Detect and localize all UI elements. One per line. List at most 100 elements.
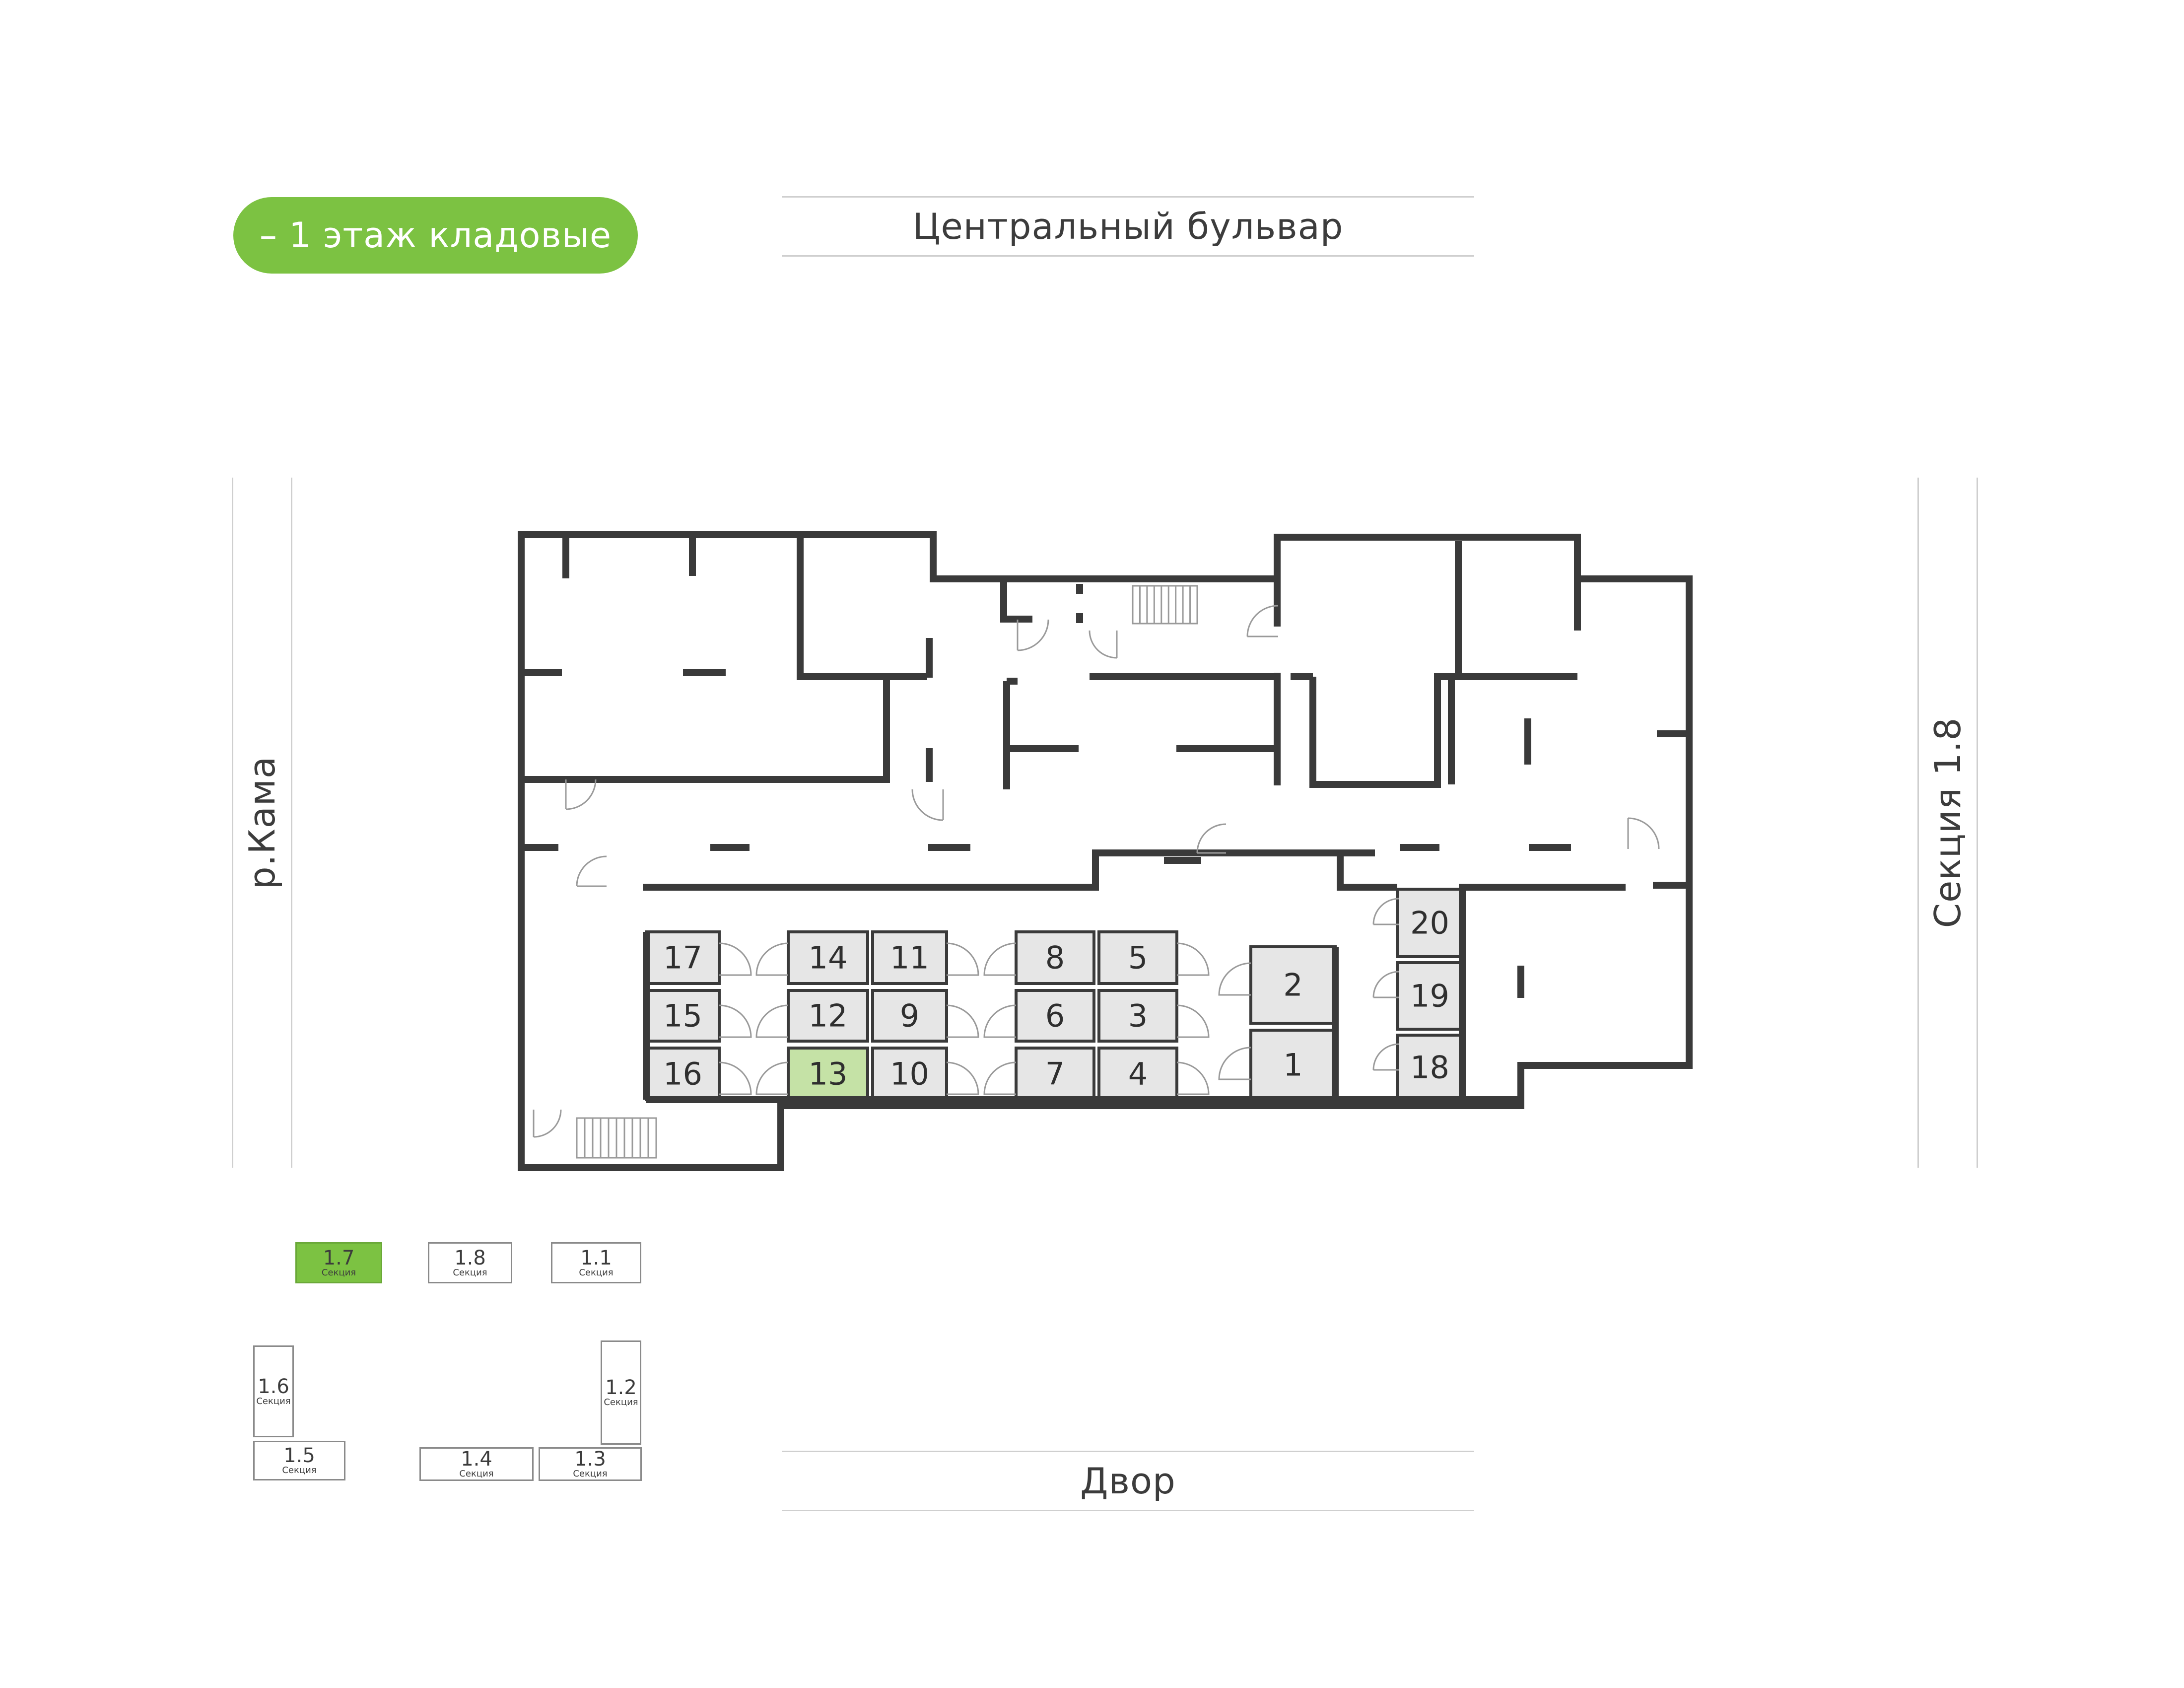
street-top-label: Центральный бульвар bbox=[912, 206, 1344, 247]
storage-unit-label-14: 14 bbox=[809, 940, 848, 976]
door-swing bbox=[1627, 817, 1660, 849]
storage-unit-label-15: 15 bbox=[663, 998, 702, 1034]
door-swing bbox=[1372, 898, 1400, 925]
section-word: Секция bbox=[573, 1469, 608, 1479]
door-swing bbox=[983, 1004, 1017, 1038]
door-swing bbox=[983, 1061, 1017, 1095]
storage-unit-12[interactable] bbox=[787, 989, 869, 1043]
door-swing bbox=[1176, 1061, 1210, 1095]
storage-unit-3[interactable] bbox=[1097, 989, 1178, 1043]
door-swing bbox=[755, 1004, 789, 1038]
door-swing bbox=[1372, 971, 1400, 998]
stairs bbox=[576, 585, 1198, 1159]
street-bottom: Двор bbox=[782, 1451, 1474, 1511]
stair-flight bbox=[1132, 585, 1198, 625]
wall-segment bbox=[518, 531, 1693, 1171]
door-swing bbox=[983, 942, 1017, 976]
storage-unit-14[interactable] bbox=[787, 930, 869, 985]
storage-unit-5[interactable] bbox=[1097, 930, 1178, 985]
wall-segment bbox=[643, 849, 1397, 891]
door-swing bbox=[946, 1061, 979, 1095]
wall-segment bbox=[1459, 884, 1626, 1100]
storage-unit-8[interactable] bbox=[1015, 930, 1095, 985]
section-number: 1.3 bbox=[574, 1448, 606, 1471]
walls bbox=[518, 531, 1693, 1171]
storage-unit-11[interactable] bbox=[871, 930, 948, 985]
storage-units bbox=[645, 888, 1464, 1101]
street-bottom-label: Двор bbox=[1080, 1460, 1176, 1502]
wall-segment bbox=[797, 535, 927, 680]
storage-unit-2[interactable] bbox=[1249, 945, 1337, 1025]
storage-unit-label-13: 13 bbox=[809, 1056, 848, 1092]
door-swing bbox=[946, 942, 979, 976]
floor-badge[interactable]: – 1 этаж кладовые bbox=[233, 197, 638, 274]
door-swing bbox=[1176, 1004, 1210, 1038]
section-word: Секция bbox=[459, 1469, 494, 1479]
storage-unit-7[interactable] bbox=[1015, 1047, 1095, 1101]
storage-unit-label-2: 2 bbox=[1283, 967, 1302, 1003]
section-number: 1.8 bbox=[454, 1246, 486, 1269]
door-swing bbox=[911, 789, 944, 821]
section-word: Секция bbox=[282, 1465, 317, 1476]
street-top: Центральный бульвар bbox=[782, 196, 1474, 257]
door-swing bbox=[576, 855, 607, 887]
storage-unit-9[interactable] bbox=[871, 989, 948, 1043]
storage-unit-6[interactable] bbox=[1015, 989, 1095, 1043]
section-number: 1.2 bbox=[605, 1376, 637, 1399]
section-number: 1.7 bbox=[323, 1246, 355, 1269]
section-word: Секция bbox=[321, 1267, 356, 1278]
door-swing bbox=[1372, 1043, 1400, 1071]
storage-unit-13[interactable] bbox=[787, 1047, 869, 1101]
storage-unit-15[interactable] bbox=[645, 989, 721, 1043]
wall-segment bbox=[1000, 579, 1032, 623]
wall-segment bbox=[521, 678, 890, 783]
storage-unit-label-6: 6 bbox=[1045, 998, 1065, 1034]
storage-unit-label-19: 19 bbox=[1410, 978, 1449, 1014]
storage-unit-label-9: 9 bbox=[900, 998, 919, 1034]
door-swing bbox=[719, 1004, 752, 1038]
storage-unit-4[interactable] bbox=[1097, 1047, 1178, 1101]
section-word: Секция bbox=[453, 1267, 487, 1278]
section-word: Секция bbox=[256, 1396, 291, 1407]
storage-unit-label-11: 11 bbox=[890, 940, 929, 976]
storage-unit-label-4: 4 bbox=[1128, 1056, 1148, 1092]
door-swing bbox=[1218, 962, 1251, 996]
section-number: 1.6 bbox=[258, 1375, 289, 1398]
storage-unit-17[interactable] bbox=[645, 930, 721, 985]
section-word: Секция bbox=[604, 1397, 638, 1407]
door-swing bbox=[1089, 630, 1118, 659]
storage-unit-label-17: 17 bbox=[663, 940, 702, 976]
door-swing bbox=[565, 779, 597, 810]
door-swing bbox=[946, 1004, 979, 1038]
door-swing bbox=[755, 942, 789, 976]
storage-unit-label-10: 10 bbox=[890, 1056, 929, 1092]
door-swing bbox=[1196, 823, 1227, 854]
door-swing bbox=[1176, 942, 1210, 976]
storage-unit-label-1: 1 bbox=[1283, 1047, 1302, 1083]
door-swing bbox=[719, 1061, 752, 1095]
storage-unit-label-18: 18 bbox=[1410, 1050, 1449, 1086]
section-word: Секция bbox=[579, 1267, 614, 1278]
section-number: 1.1 bbox=[580, 1246, 612, 1269]
door-swing bbox=[755, 1061, 789, 1095]
street-left: р.Кама bbox=[232, 478, 292, 1168]
storage-unit-label-5: 5 bbox=[1128, 940, 1148, 976]
door-swing bbox=[719, 942, 752, 976]
stair-flight bbox=[576, 1117, 657, 1159]
doors bbox=[533, 605, 1660, 1138]
wall-segment bbox=[1309, 673, 1458, 788]
door-swing bbox=[533, 1109, 562, 1138]
storage-unit-label-7: 7 bbox=[1045, 1056, 1065, 1092]
storage-unit-label-20: 20 bbox=[1410, 905, 1449, 941]
door-swing bbox=[1246, 605, 1279, 637]
